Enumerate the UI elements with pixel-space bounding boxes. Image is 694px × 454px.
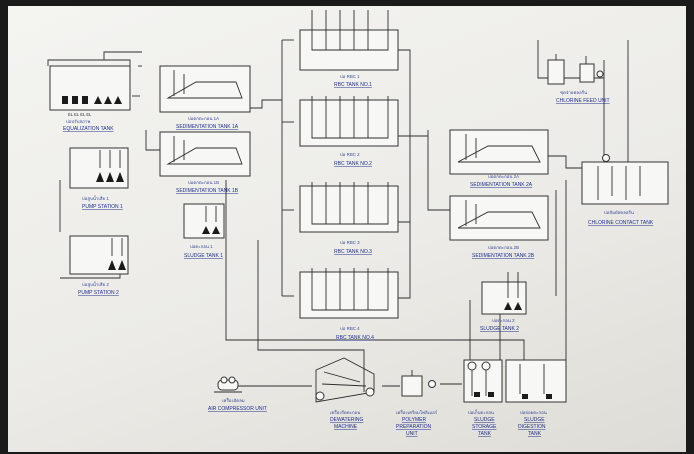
sedimentation-tank-1a: บ่อตกตะกอน 1A SEDIMENTATION TANK 1A bbox=[159, 65, 251, 130]
sludge-storage-tank-label-3: TANK bbox=[478, 431, 492, 437]
sludge-digestion-tank: บ่อย่อยตะกอน SLUDGE DIGESTION TANK bbox=[505, 359, 567, 437]
sedimentation-tank-2b-label: SEDIMENTATION TANK 2B bbox=[472, 253, 535, 259]
sludge-tank-1: บ่อตะกอน 1 SLUDGE TANK 1 bbox=[183, 203, 225, 259]
sedimentation-tank-1b-thai: บ่อตกตะกอน 1B bbox=[188, 180, 219, 185]
rbc-tank-2-thai: บ่อ RBC 2 bbox=[340, 152, 360, 157]
rbc-tank-1-label: RBC TANK NO.1 bbox=[334, 82, 372, 88]
chlorine-feed-unit: ชุดจ่ายคลอรีน CHLORINE FEED UNIT bbox=[547, 54, 610, 104]
rbc-tank-1: บ่อ RBC 1 RBC TANK NO.1 bbox=[299, 10, 399, 88]
rbc-tank-3-label: RBC TANK NO.3 bbox=[334, 249, 372, 255]
chlorine-feed-unit-thai: ชุดจ่ายคลอรีน bbox=[560, 90, 587, 96]
polymer-preparation-unit-thai: เครื่องเตรียมโพลิเมอร์ bbox=[396, 409, 438, 415]
dewatering-machine-thai: เครื่องรีดตะกอน bbox=[330, 409, 360, 415]
sludge-tank-1-thai: บ่อตะกอน 1 bbox=[190, 244, 213, 249]
sedimentation-tank-2b-thai: บ่อตกตะกอน 2B bbox=[488, 245, 519, 250]
dewatering-machine-label: DEWATERING bbox=[330, 417, 363, 423]
rbc-tank-2: บ่อ RBC 2 RBC TANK NO.2 bbox=[299, 96, 399, 167]
sedimentation-tank-2a: บ่อตกตะกอน 2A SEDIMENTATION TANK 2A bbox=[449, 129, 549, 188]
sedimentation-tank-2a-label: SEDIMENTATION TANK 2A bbox=[470, 182, 533, 188]
rbc-tank-3: บ่อ RBC 3 RBC TANK NO.3 bbox=[299, 182, 399, 255]
pump-station-1-thai: บ่อสูบน้ำเสีย 1 bbox=[82, 195, 109, 202]
sludge-storage-tank: บ่อเก็บตะกอน SLUDGE STORAGE TANK bbox=[463, 359, 503, 437]
chlorine-feed-unit-label: CHLORINE FEED UNIT bbox=[556, 98, 610, 104]
sludge-storage-tank-thai: บ่อเก็บตะกอน bbox=[468, 408, 494, 415]
sludge-tank-2: บ่อตะกอน 2 SLUDGE TANK 2 bbox=[480, 272, 527, 332]
air-compressor-unit-label: AIR COMPRESSOR UNIT bbox=[208, 406, 267, 412]
rbc-tank-4-label: RBC TANK NO.4 bbox=[336, 335, 374, 341]
pump-station-2-label: PUMP STATION 2 bbox=[78, 290, 119, 296]
sedimentation-tank-1b-label: SEDIMENTATION TANK 1B bbox=[176, 188, 239, 194]
rbc-tank-4: บ่อ RBC 4 RBC TANK NO.4 bbox=[299, 268, 399, 341]
polymer-preparation-unit: เครื่องเตรียมโพลิเมอร์ POLYMER PREPARATI… bbox=[396, 370, 438, 437]
pump-station-2: บ่อสูบน้ำเสีย 2 PUMP STATION 2 bbox=[69, 235, 129, 296]
pump-station-1: บ่อสูบน้ำเสีย 1 PUMP STATION 1 bbox=[69, 147, 129, 210]
equalization-tank: EL EL EL EL บ่อปรับสภาพ EQUALIZATION TAN… bbox=[49, 65, 131, 132]
equalization-tank-marks: EL EL EL EL bbox=[68, 112, 92, 117]
sludge-tank-1-label: SLUDGE TANK 1 bbox=[184, 253, 223, 259]
sedimentation-tank-2a-thai: บ่อตกตะกอน 2A bbox=[488, 174, 519, 179]
sedimentation-tank-1a-label: SEDIMENTATION TANK 1A bbox=[176, 124, 239, 130]
rbc-tank-3-thai: บ่อ RBC 3 bbox=[340, 240, 360, 245]
sludge-storage-tank-label: SLUDGE bbox=[474, 417, 495, 423]
rbc-tank-4-thai: บ่อ RBC 4 bbox=[340, 326, 360, 331]
polymer-preparation-unit-label-3: UNIT bbox=[406, 431, 418, 437]
sludge-tank-2-thai: บ่อตะกอน 2 bbox=[492, 318, 515, 323]
equalization-tank-label: EQUALIZATION TANK bbox=[63, 126, 114, 132]
chlorine-contact-tank-thai: บ่อสัมผัสคลอรีน bbox=[604, 210, 634, 215]
pump-station-1-label: PUMP STATION 1 bbox=[82, 204, 123, 210]
air-compressor-unit: เครื่องอัดลม AIR COMPRESSOR UNIT bbox=[208, 376, 267, 412]
sludge-tank-2-label: SLUDGE TANK 2 bbox=[480, 326, 519, 332]
dewatering-machine: เครื่องรีดตะกอน DEWATERING MACHINE bbox=[315, 357, 375, 430]
sludge-storage-tank-label-2: STORAGE bbox=[472, 424, 497, 430]
sedimentation-tank-1a-thai: บ่อตกตะกอน 1A bbox=[188, 116, 219, 121]
rbc-tank-2-label: RBC TANK NO.2 bbox=[334, 161, 372, 167]
sludge-digestion-tank-label-3: TANK bbox=[528, 431, 542, 437]
sedimentation-tank-2b: บ่อตกตะกอน 2B SEDIMENTATION TANK 2B bbox=[449, 195, 549, 259]
dewatering-machine-label-2: MACHINE bbox=[334, 424, 358, 430]
air-compressor-unit-thai: เครื่องอัดลม bbox=[222, 397, 245, 403]
pump-station-2-thai: บ่อสูบน้ำเสีย 2 bbox=[82, 281, 109, 288]
equalization-tank-thai: บ่อปรับสภาพ bbox=[66, 119, 90, 124]
sludge-digestion-tank-label: SLUDGE bbox=[524, 417, 545, 423]
chlorine-contact-tank-label: CHLORINE CONTACT TANK bbox=[588, 220, 654, 226]
sludge-digestion-tank-thai: บ่อย่อยตะกอน bbox=[520, 410, 547, 415]
sedimentation-tank-1b: บ่อตกตะกอน 1B SEDIMENTATION TANK 1B bbox=[159, 131, 251, 194]
polymer-preparation-unit-label-2: PREPARATION bbox=[396, 424, 431, 430]
polymer-preparation-unit-label: POLYMER bbox=[402, 417, 426, 423]
chlorine-contact-tank: บ่อสัมผัสคลอรีน CHLORINE CONTACT TANK bbox=[581, 154, 669, 226]
rbc-tank-1-thai: บ่อ RBC 1 bbox=[340, 74, 360, 79]
sludge-digestion-tank-label-2: DIGESTION bbox=[518, 424, 546, 430]
